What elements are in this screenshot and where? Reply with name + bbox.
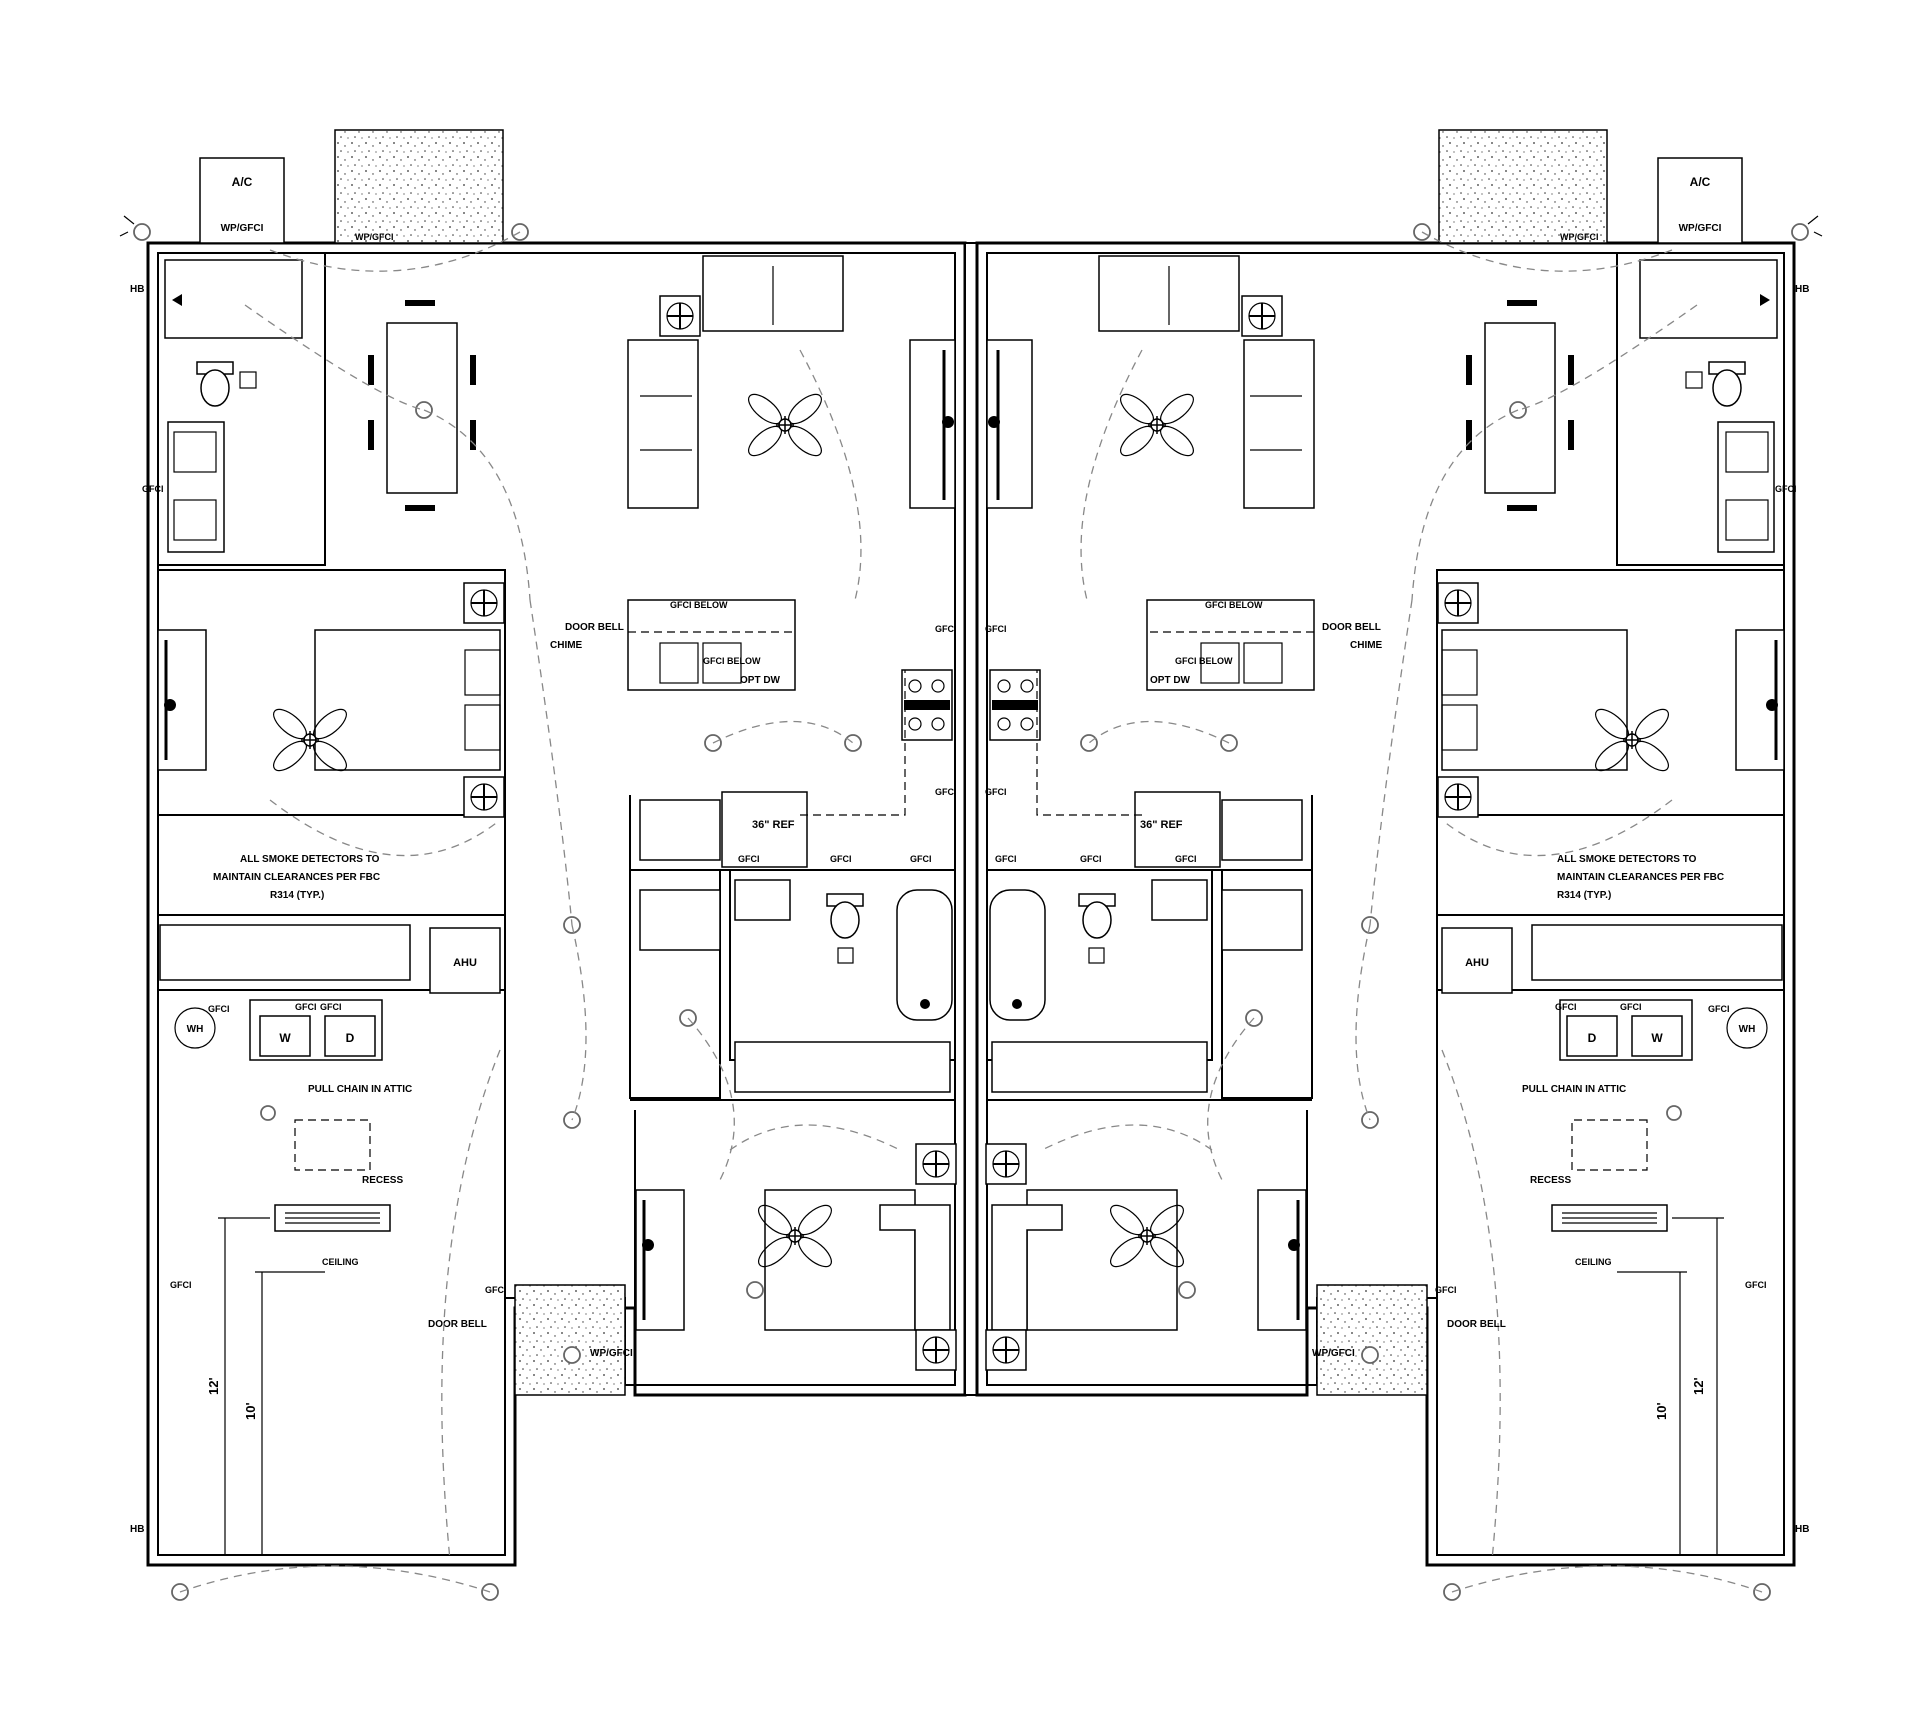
vanity bbox=[167, 421, 225, 553]
ref-label: 36" REF bbox=[752, 819, 795, 831]
washer bbox=[259, 1015, 311, 1057]
ac-label: A/C bbox=[1690, 175, 1711, 189]
gfci-label: GFCI bbox=[208, 1004, 230, 1014]
smoke-note: ALL SMOKE DETECTORS TO bbox=[1557, 854, 1697, 865]
gfci-label: GFCI bbox=[1435, 1285, 1457, 1295]
hb-label: HB bbox=[1795, 1524, 1809, 1535]
left-unit: A/C WP/GFCI WP/GFCI WP/GFCI HB HB GFCI bbox=[119, 129, 967, 1601]
right-unit-labels: A/C WP/GFCI WP/GFCI WP/GFCI HB HB GFCI G… bbox=[985, 175, 1809, 1535]
ac-label: A/C bbox=[232, 175, 253, 189]
gfci-label: GFCI bbox=[1620, 1002, 1642, 1012]
gfci-label: GFCI bbox=[830, 854, 852, 864]
gfci-label: GFCI bbox=[1555, 1002, 1577, 1012]
dimension-label: 10' bbox=[243, 1402, 258, 1420]
closet bbox=[639, 889, 721, 951]
gfci-label: GFCI bbox=[170, 1280, 192, 1290]
gfci-label: GFCI bbox=[935, 787, 957, 797]
equipment-pad bbox=[334, 129, 504, 244]
gfci-label: GFCI bbox=[1175, 854, 1197, 864]
ceiling-label: CEILING bbox=[322, 1257, 359, 1267]
dryer-label: D bbox=[346, 1031, 355, 1045]
bed bbox=[314, 629, 501, 771]
opt-dw-label: OPT DW bbox=[740, 675, 781, 686]
wh-label: WH bbox=[187, 1024, 204, 1035]
hb-label: HB bbox=[130, 284, 144, 295]
closet bbox=[639, 799, 721, 861]
pull-chain-label: PULL CHAIN IN ATTIC bbox=[308, 1084, 412, 1095]
shower bbox=[164, 259, 303, 339]
right-unit bbox=[975, 129, 1823, 1601]
dimension-label: 12' bbox=[1691, 1377, 1706, 1395]
linen-shelf bbox=[734, 1041, 951, 1093]
door-bell-label: DOOR BELL bbox=[1322, 622, 1381, 633]
sofa bbox=[627, 339, 699, 509]
refrigerator bbox=[721, 791, 808, 868]
gfci-label: GFCI bbox=[910, 854, 932, 864]
ref-label: 36" REF bbox=[1140, 819, 1183, 831]
smoke-note: R314 (TYP.) bbox=[270, 890, 324, 901]
gfci-label: GFCI bbox=[320, 1002, 342, 1012]
smoke-note: MAINTAIN CLEARANCES PER FBC bbox=[1557, 872, 1724, 883]
pull-chain-label: PULL CHAIN IN ATTIC bbox=[1522, 1084, 1626, 1095]
wp-gfci-label: WP/GFCI bbox=[590, 1348, 633, 1359]
gfci-label: GFCI bbox=[935, 624, 957, 634]
ahu bbox=[429, 927, 501, 994]
door-bell-label: DOOR BELL bbox=[428, 1319, 487, 1330]
wp-gfci-label: WP/GFCI bbox=[355, 232, 394, 242]
door-bell-label: DOOR BELL bbox=[565, 622, 624, 633]
gfci-label: GFCI bbox=[1080, 854, 1102, 864]
gfci-label: GFCI bbox=[142, 484, 164, 494]
recess-label: RECESS bbox=[362, 1175, 403, 1186]
gfci-below-label: GFCI BELOW bbox=[1205, 600, 1263, 610]
kitchen-island bbox=[627, 599, 796, 691]
wp-gfci-label: WP/GFCI bbox=[221, 223, 264, 234]
wp-gfci-label: WP/GFCI bbox=[1679, 223, 1722, 234]
wp-gfci-label: WP/GFCI bbox=[1312, 1348, 1355, 1359]
washer-label: W bbox=[279, 1031, 291, 1045]
gfci-label: GFCI bbox=[985, 787, 1007, 797]
wp-gfci-label: WP/GFCI bbox=[1560, 232, 1599, 242]
dimension-label: 12' bbox=[206, 1377, 221, 1395]
porch-pad bbox=[514, 1284, 626, 1396]
gfci-label: GFCI bbox=[1775, 484, 1797, 494]
chime-label: CHIME bbox=[1350, 640, 1383, 651]
dryer bbox=[324, 1015, 376, 1057]
gfci-below-label: GFCI BELOW bbox=[670, 600, 728, 610]
gfci-label: GFCI bbox=[485, 1285, 507, 1295]
gfci-label: GFCI bbox=[1745, 1280, 1767, 1290]
bathtub bbox=[896, 889, 953, 1021]
gfci-label: GFCI bbox=[995, 854, 1017, 864]
recess-label: RECESS bbox=[1530, 1175, 1571, 1186]
smoke-note: R314 (TYP.) bbox=[1557, 890, 1611, 901]
dryer-label: D bbox=[1588, 1031, 1597, 1045]
chime-label: CHIME bbox=[550, 640, 583, 651]
gfci-below-label: GFCI BELOW bbox=[1175, 656, 1233, 666]
smoke-note: ALL SMOKE DETECTORS TO bbox=[240, 854, 380, 865]
shelf bbox=[159, 924, 411, 981]
smoke-note: MAINTAIN CLEARANCES PER FBC bbox=[213, 872, 380, 883]
vanity bbox=[734, 879, 791, 921]
ahu-label: AHU bbox=[453, 957, 477, 969]
wh-label: WH bbox=[1739, 1024, 1756, 1035]
ceiling-label: CEILING bbox=[1575, 1257, 1612, 1267]
gfci-label: GFCI bbox=[295, 1002, 317, 1012]
gfci-below-label: GFCI BELOW bbox=[703, 656, 761, 666]
gfci-label: GFCI bbox=[1708, 1004, 1730, 1014]
dimension-label: 10' bbox=[1654, 1402, 1669, 1420]
door-bell-label: DOOR BELL bbox=[1447, 1319, 1506, 1330]
attic-access bbox=[294, 1119, 371, 1171]
ahu-label: AHU bbox=[1465, 957, 1489, 969]
hb-label: HB bbox=[130, 1524, 144, 1535]
gfci-label: GFCI bbox=[985, 624, 1007, 634]
gfci-label: GFCI bbox=[738, 854, 760, 864]
washer-label: W bbox=[1651, 1031, 1663, 1045]
hb-label: HB bbox=[1795, 284, 1809, 295]
opt-dw-label: OPT DW bbox=[1150, 675, 1191, 686]
party-wall bbox=[964, 242, 978, 1396]
